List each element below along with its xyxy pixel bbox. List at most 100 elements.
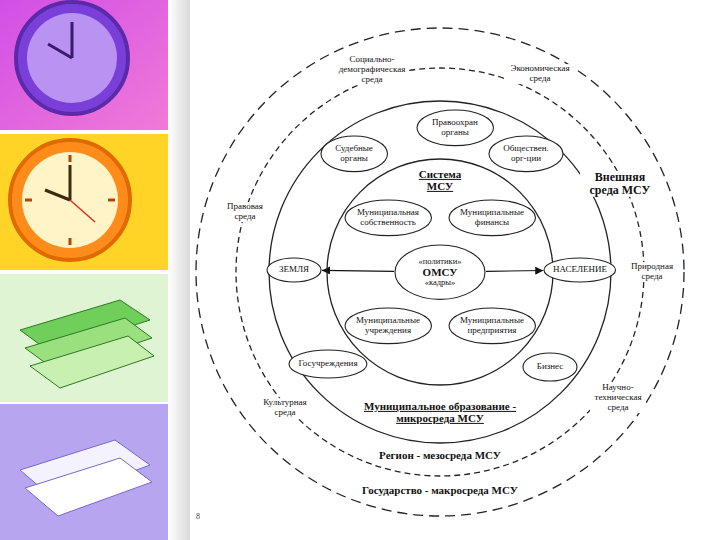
text-block: НАСЕЛЕНИЕ <box>553 265 607 275</box>
ellipse-shape <box>449 308 536 344</box>
element-ellipse: Судебные органы <box>320 135 389 173</box>
environment-label: Внешняя среда МСУ <box>580 171 660 197</box>
node-text: Правоохран органы <box>426 118 484 138</box>
text-block: Правоохран органы <box>426 118 484 138</box>
text-block: Обществен. орг-ции <box>498 144 554 164</box>
clock-hand <box>71 22 74 58</box>
clock-hand <box>69 165 72 200</box>
node-text: Муниципальные предприятия <box>459 316 525 336</box>
node-text: «кадры» <box>419 278 462 287</box>
green-tile <box>0 274 168 402</box>
ring-line <box>236 68 644 476</box>
decor-panel <box>0 0 190 540</box>
node-text: Муниципальная собственность <box>355 208 421 228</box>
clock-face <box>22 152 118 248</box>
label-holder: Внешняя среда МСУ <box>580 171 660 197</box>
text-block: Муниципальная собственность <box>355 208 421 228</box>
environment-circle: Муниципальное образование - микросреда М… <box>268 100 612 444</box>
element-ellipse: Муниципальные учреждения <box>344 307 433 345</box>
label-holder: Социально-демографическая среда <box>336 55 408 85</box>
node-text: Судебные органы <box>329 144 379 164</box>
node-text: Муниципальные финансы <box>459 208 525 228</box>
environment-label: Правовая среда <box>223 202 268 222</box>
label-holder: 8 <box>194 513 202 522</box>
node-text: «политики» <box>419 257 462 266</box>
label-holder: Природная среда <box>628 262 676 282</box>
ring-line <box>196 28 684 516</box>
environment-label: Природная среда <box>628 262 676 282</box>
element-ellipse: Муниципальная собственность <box>344 199 433 237</box>
environment-circle: Система МСУМуниципальная собственностьМу… <box>326 158 554 386</box>
clock-hand <box>48 44 72 58</box>
node-text: ЗЕМЛЯ <box>279 265 309 275</box>
element-ellipse: Обществен. орг-ции <box>488 135 564 173</box>
element-ellipse: «политики»ОМСУ«кадры» <box>394 244 486 300</box>
text-block: Судебные органы <box>329 144 379 164</box>
text-block: Бизнес <box>537 362 564 372</box>
book-stack <box>25 458 152 516</box>
clock-rim <box>10 140 130 260</box>
node-text: Госучреждения <box>298 359 357 369</box>
environment-label: Культурная среда <box>260 398 310 418</box>
ellipse-shape <box>267 258 321 282</box>
ring-title: Регион - мезосреда МСУ <box>379 449 501 461</box>
environment-label: Экономическая среда <box>507 64 573 84</box>
ellipse-shape <box>345 200 432 236</box>
node-text: Обществен. орг-ции <box>498 144 554 164</box>
ellipse-shape <box>321 136 388 172</box>
label-holder: Правовая среда <box>223 202 268 222</box>
ellipse-shape <box>449 200 536 236</box>
clock-hand <box>70 200 95 222</box>
slide-number: 8 <box>194 513 202 522</box>
environment-circle: Государство - макросреда МСУ Регион - мез… <box>195 27 685 517</box>
book-stack <box>30 336 154 388</box>
arrow-connector <box>322 270 394 272</box>
text-block: ЗЕМЛЯ <box>279 265 309 275</box>
label-holder: Экономическая среда <box>507 64 573 84</box>
element-ellipse: Госучреждения <box>288 349 368 379</box>
ellipse-shape <box>289 350 367 378</box>
clock-rim <box>16 2 128 114</box>
node-text: ОМСУ <box>419 266 462 278</box>
ring-title: Государство - макросреда МСУ <box>362 484 518 496</box>
element-ellipse: Правоохран органы <box>416 109 495 147</box>
ellipse-shape <box>489 136 563 172</box>
ellipse-shape <box>523 353 577 381</box>
text-block: Система МСУ <box>410 168 470 192</box>
text-block: Госучреждения <box>298 359 357 369</box>
element-ellipse: ЗЕМЛЯ <box>266 257 322 283</box>
arrow-connector <box>486 270 543 272</box>
clock-tick <box>69 238 72 245</box>
ellipse-shape <box>417 110 494 146</box>
node-text: Бизнес <box>537 362 564 372</box>
element-ellipse: Бизнес <box>522 352 578 382</box>
node-text: НАСЕЛЕНИЕ <box>553 265 607 275</box>
ring-title: Муниципальное образование - микросреда М… <box>353 400 528 424</box>
text-block: Муниципальные финансы <box>459 208 525 228</box>
clock-tick <box>108 199 115 202</box>
element-ellipse: Муниципальные финансы <box>448 199 537 237</box>
lavender-tile <box>0 404 168 540</box>
label-holder: Научно-техническая среда <box>590 383 646 413</box>
clock-hand <box>45 190 70 200</box>
element-ellipse: Муниципальные предприятия <box>448 307 537 345</box>
element-ellipse: НАСЕЛЕНИЕ <box>543 257 617 283</box>
ellipse-shape <box>395 245 485 299</box>
ellipse-shape <box>544 258 616 282</box>
yellow-tile <box>0 134 168 270</box>
clock-face <box>27 13 117 103</box>
text-block: Государство - макросреда МСУ <box>362 484 518 496</box>
clock-tick <box>69 155 72 162</box>
text-block: Регион - мезосреда МСУ <box>379 449 501 461</box>
text-block: «политики»ОМСУ«кадры» <box>419 257 462 288</box>
clock-tick <box>25 199 32 202</box>
purple-tile <box>0 0 168 130</box>
shade-strip <box>168 0 190 540</box>
text-block: Муниципальное образование - микросреда М… <box>353 400 528 424</box>
environment-label: Научно-техническая среда <box>590 383 646 413</box>
label-holder: Культурная среда <box>260 398 310 418</box>
node-text: Муниципальные учреждения <box>355 316 421 336</box>
environment-label: Социально-демографическая среда <box>336 55 408 85</box>
ellipse-shape <box>345 308 432 344</box>
